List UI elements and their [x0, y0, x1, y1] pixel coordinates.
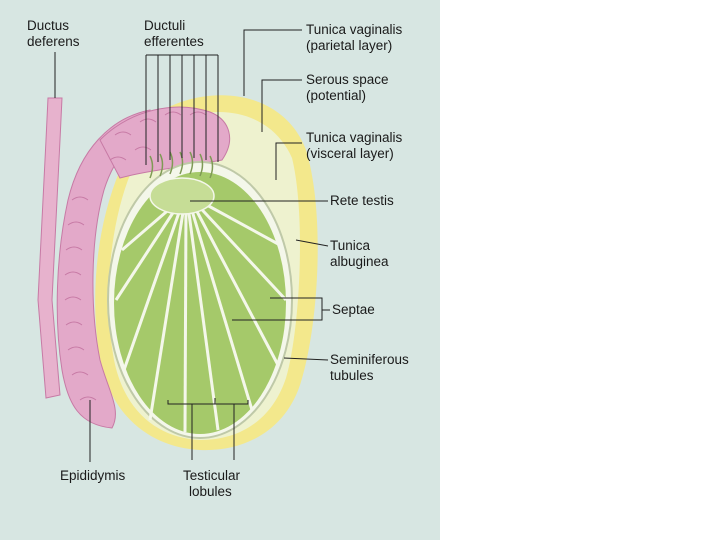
septae-lines [114, 196, 288, 433]
ductus-deferens-shape [37, 97, 63, 399]
ductuli-efferentes-tubes [149, 151, 214, 179]
leader-lines [54, 29, 330, 462]
label-testicular-lobules: Testicular lobules [183, 468, 244, 499]
epididymis-coils [64, 111, 207, 401]
rete-testis-shape [149, 177, 215, 215]
label-tunica-albuginea: Tunica albuginea [330, 238, 389, 269]
label-rete-testis: Rete testis [330, 193, 394, 208]
label-ductuli-efferentes: Ductuli efferentes [144, 18, 204, 49]
epididymis-head-shape [99, 106, 231, 179]
label-tunica-vaginalis-parietal: Tunica vaginalis (parietal layer) [306, 22, 406, 53]
label-epididymis: Epididymis [60, 468, 126, 483]
label-seminiferous-tubules: Seminiferous tubules [330, 352, 413, 383]
label-septae: Septae [332, 302, 375, 317]
label-ductus-deferens: Ductus deferens [27, 18, 80, 49]
diagram-canvas: Ductus deferens Ductuli efferentes Tunic… [0, 0, 440, 540]
label-serous-space: Serous space (potential) [306, 72, 392, 103]
label-tunica-vaginalis-visceral: Tunica vaginalis (visceral layer) [306, 130, 406, 161]
testis-diagram: Ductus deferens Ductuli efferentes Tunic… [0, 0, 440, 540]
